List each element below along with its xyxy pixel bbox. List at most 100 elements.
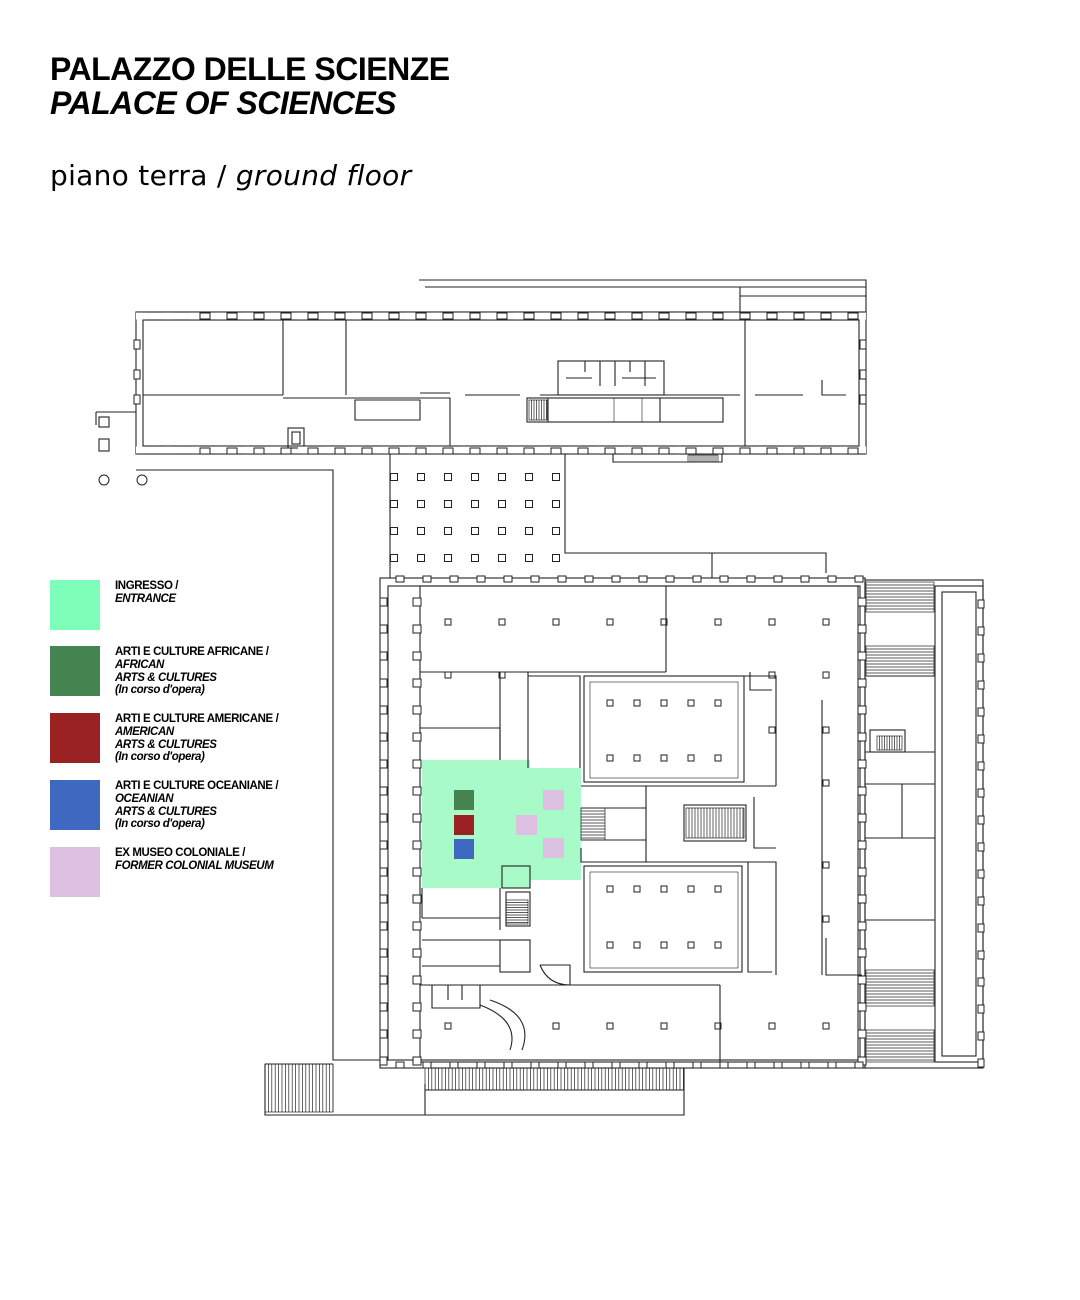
pilaster (658, 312, 670, 320)
pilaster (793, 447, 805, 455)
pilaster (658, 447, 670, 455)
stair-flight (687, 454, 719, 463)
pilaster (412, 840, 422, 850)
stair-flight (865, 969, 935, 1007)
stair-flight (505, 899, 529, 925)
pilaster (719, 1061, 729, 1069)
legend-name-en: AFRICAN (115, 658, 164, 671)
pilaster (469, 312, 481, 320)
pilaster (379, 1056, 388, 1066)
pilaster (334, 312, 346, 320)
pillar (417, 473, 425, 481)
pillar (606, 1022, 614, 1030)
pilaster (379, 705, 388, 715)
pillar (606, 885, 614, 893)
pilaster (577, 447, 589, 455)
pilaster (847, 312, 859, 320)
pilaster (746, 1061, 756, 1069)
legend-name-en: ENTRANCE (115, 592, 176, 605)
title-en: PALACE OF SCIENCES (50, 85, 396, 121)
pilaster (133, 339, 141, 350)
stair-flight (685, 807, 745, 839)
pilaster (379, 894, 388, 904)
legend-swatch-entrance (50, 580, 100, 630)
floor-label: piano terra / ground floor (50, 158, 411, 194)
pillar (471, 473, 479, 481)
pilaster (379, 948, 388, 958)
pillar (498, 473, 506, 481)
pillar (444, 1022, 452, 1030)
colonial-zone-3 (543, 838, 564, 858)
pilaster (859, 369, 867, 380)
pilaster (859, 394, 867, 405)
pillar (552, 1022, 560, 1030)
stair-flight (528, 399, 548, 421)
pilaster (977, 923, 985, 933)
pillar (687, 941, 695, 949)
pilaster (584, 575, 594, 583)
pilaster (379, 1029, 388, 1039)
pilaster (530, 575, 540, 583)
pilaster (395, 575, 405, 583)
pilaster (550, 447, 562, 455)
pilaster (857, 1029, 867, 1039)
pillar (525, 473, 533, 481)
pilaster (665, 1061, 675, 1069)
pilaster (977, 707, 985, 717)
pilaster (857, 732, 867, 742)
legend-name: INGRESSO / (115, 580, 179, 592)
pillar (714, 1022, 722, 1030)
legend-label: ARTI E CULTURE AMERICANE / AMERICAN ARTS… (115, 713, 315, 764)
pilaster (280, 447, 292, 455)
pillar (714, 885, 722, 893)
pilaster (412, 786, 422, 796)
pillar (660, 699, 668, 707)
pilaster (857, 597, 867, 607)
pilaster (859, 339, 867, 350)
pilaster (857, 624, 867, 634)
pilaster (379, 840, 388, 850)
pillar (714, 699, 722, 707)
pillar (444, 554, 452, 562)
colonial-zone-2 (516, 815, 537, 835)
pilaster (379, 624, 388, 634)
pilaster (530, 1061, 540, 1069)
legend-name-en: FORMER COLONIAL MUSEUM (115, 859, 274, 872)
pilaster (415, 312, 427, 320)
pilaster (412, 678, 422, 688)
pilaster (557, 575, 567, 583)
pillar (768, 1022, 776, 1030)
legend-swatch-american (50, 713, 100, 763)
pillar (822, 779, 830, 787)
pilaster (379, 732, 388, 742)
floor-label-en: ground floor (235, 159, 412, 192)
pilaster (412, 597, 422, 607)
pillar (498, 500, 506, 508)
pilaster (307, 312, 319, 320)
pilaster (857, 786, 867, 796)
legend-status: (In corso d'opera) (115, 751, 205, 764)
pillar (444, 500, 452, 508)
pillars (390, 473, 830, 1030)
stair-flight (865, 645, 935, 677)
pilaster (133, 369, 141, 380)
pilaster (766, 312, 778, 320)
pilaster (550, 312, 562, 320)
pilaster (412, 813, 422, 823)
legend-status: (In corso d'opera) (115, 684, 205, 697)
pillar (498, 671, 506, 679)
pilaster (977, 896, 985, 906)
legend-name-en: OCEANIAN (115, 792, 174, 805)
east-wing (864, 579, 984, 1069)
pilaster (977, 680, 985, 690)
pillar (633, 941, 641, 949)
pillar (444, 618, 452, 626)
legend-name-en-2: ARTS & CULTURES (115, 671, 217, 684)
pillar (822, 1022, 830, 1030)
stair-hatching (264, 399, 935, 1113)
pilaster (379, 1002, 388, 1012)
pilaster (361, 312, 373, 320)
pillar (498, 554, 506, 562)
pilaster (766, 447, 778, 455)
